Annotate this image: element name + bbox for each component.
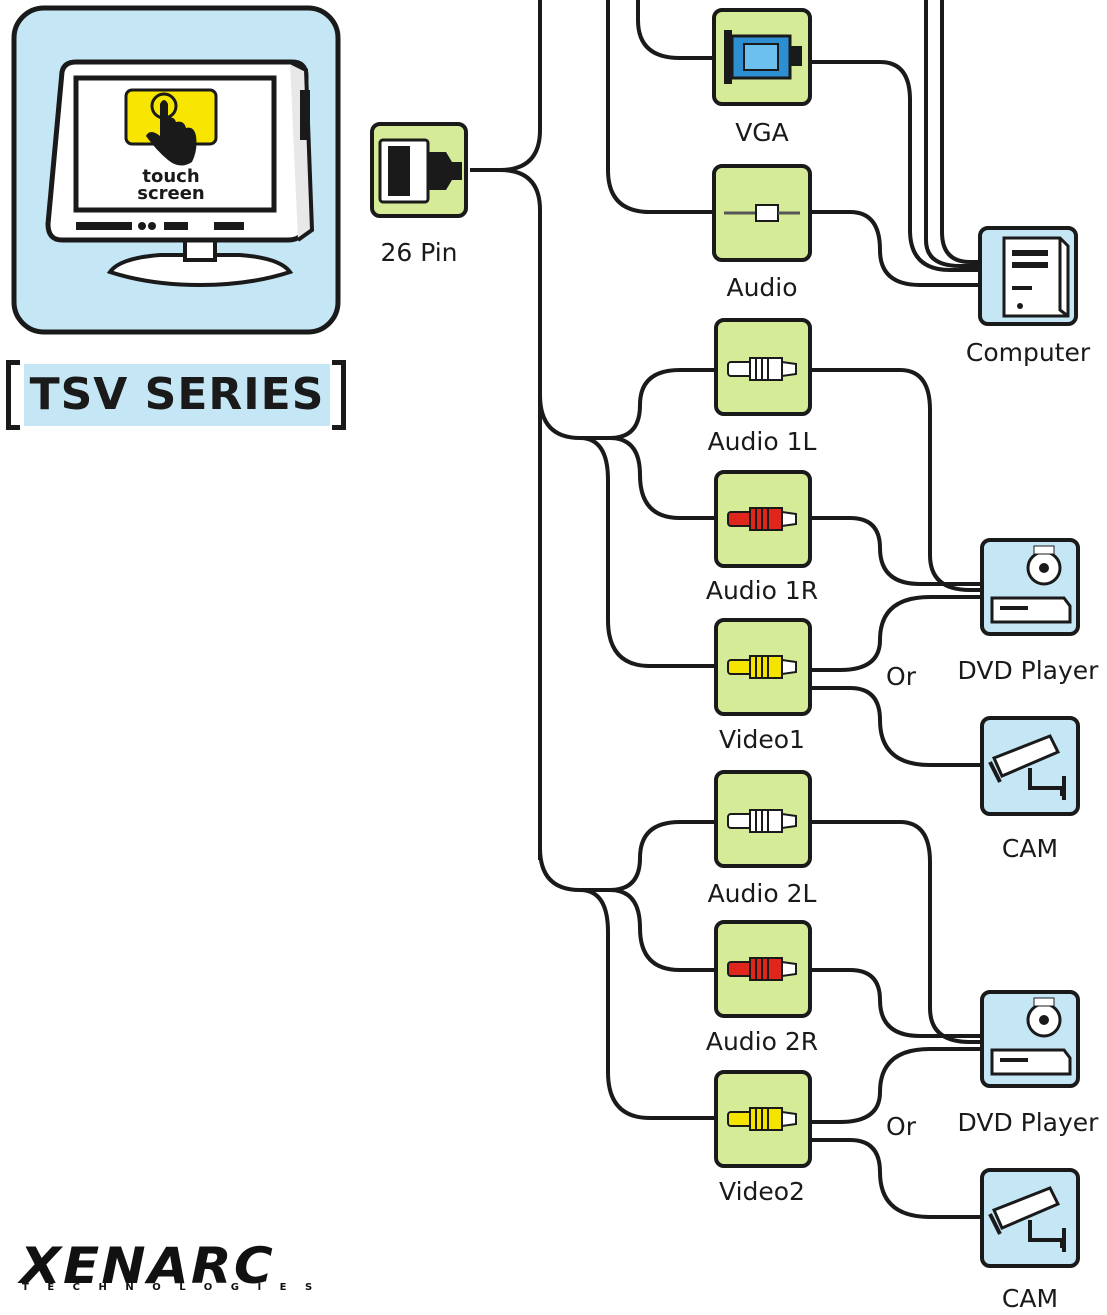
touch-text-line1: touch [142,166,199,187]
connector-26-pin-label: 26 Pin [380,238,458,267]
port-label-audio-1r: Audio 1R [705,576,819,605]
port-label-video2: Video2 [719,1177,805,1206]
port-video1-icon [714,618,812,716]
port-audio-1l-icon [714,318,812,416]
device-label-dvd-player: DVD Player [957,1108,1099,1137]
port-audio-1r-icon [714,470,812,568]
series-title: TSV SERIES [24,364,330,426]
or-label: Or [886,1112,916,1141]
port-label-audio-1l: Audio 1L [707,427,817,456]
26-pin-connector-icon [370,122,468,218]
cam-icon [980,1168,1080,1268]
port-audio-icon [712,164,812,262]
port-audio-2l-icon [714,770,812,868]
series-bracket-left [6,360,20,430]
device-label-cam: CAM [1001,834,1059,863]
xenarc-tagline: TECHNOLOGIES [22,1282,331,1293]
device-label-cam: CAM [1001,1284,1059,1313]
port-video2-icon [714,1070,812,1168]
device-label-computer: Computer [965,338,1091,367]
port-vga-icon [712,8,812,106]
port-label-audio-2r: Audio 2R [705,1027,819,1056]
port-label-vga: VGA [735,118,789,147]
or-label: Or [886,662,916,691]
xenarc-logo: XENARC [20,1237,275,1295]
port-label-audio: Audio [726,273,798,302]
cam-icon [980,716,1080,816]
dvd-player-icon [980,990,1080,1088]
cable-lines [470,0,980,1219]
port-audio-2r-icon [714,920,812,1018]
port-label-video1: Video1 [719,725,805,754]
touch-text-line2: screen [137,183,205,204]
computer-icon [978,226,1078,326]
device-label-dvd-player: DVD Player [957,656,1099,685]
port-label-audio-2l: Audio 2L [707,879,817,908]
series-bracket-right [332,360,346,430]
touch-monitor-icon [11,5,341,335]
dvd-player-icon [980,538,1080,636]
